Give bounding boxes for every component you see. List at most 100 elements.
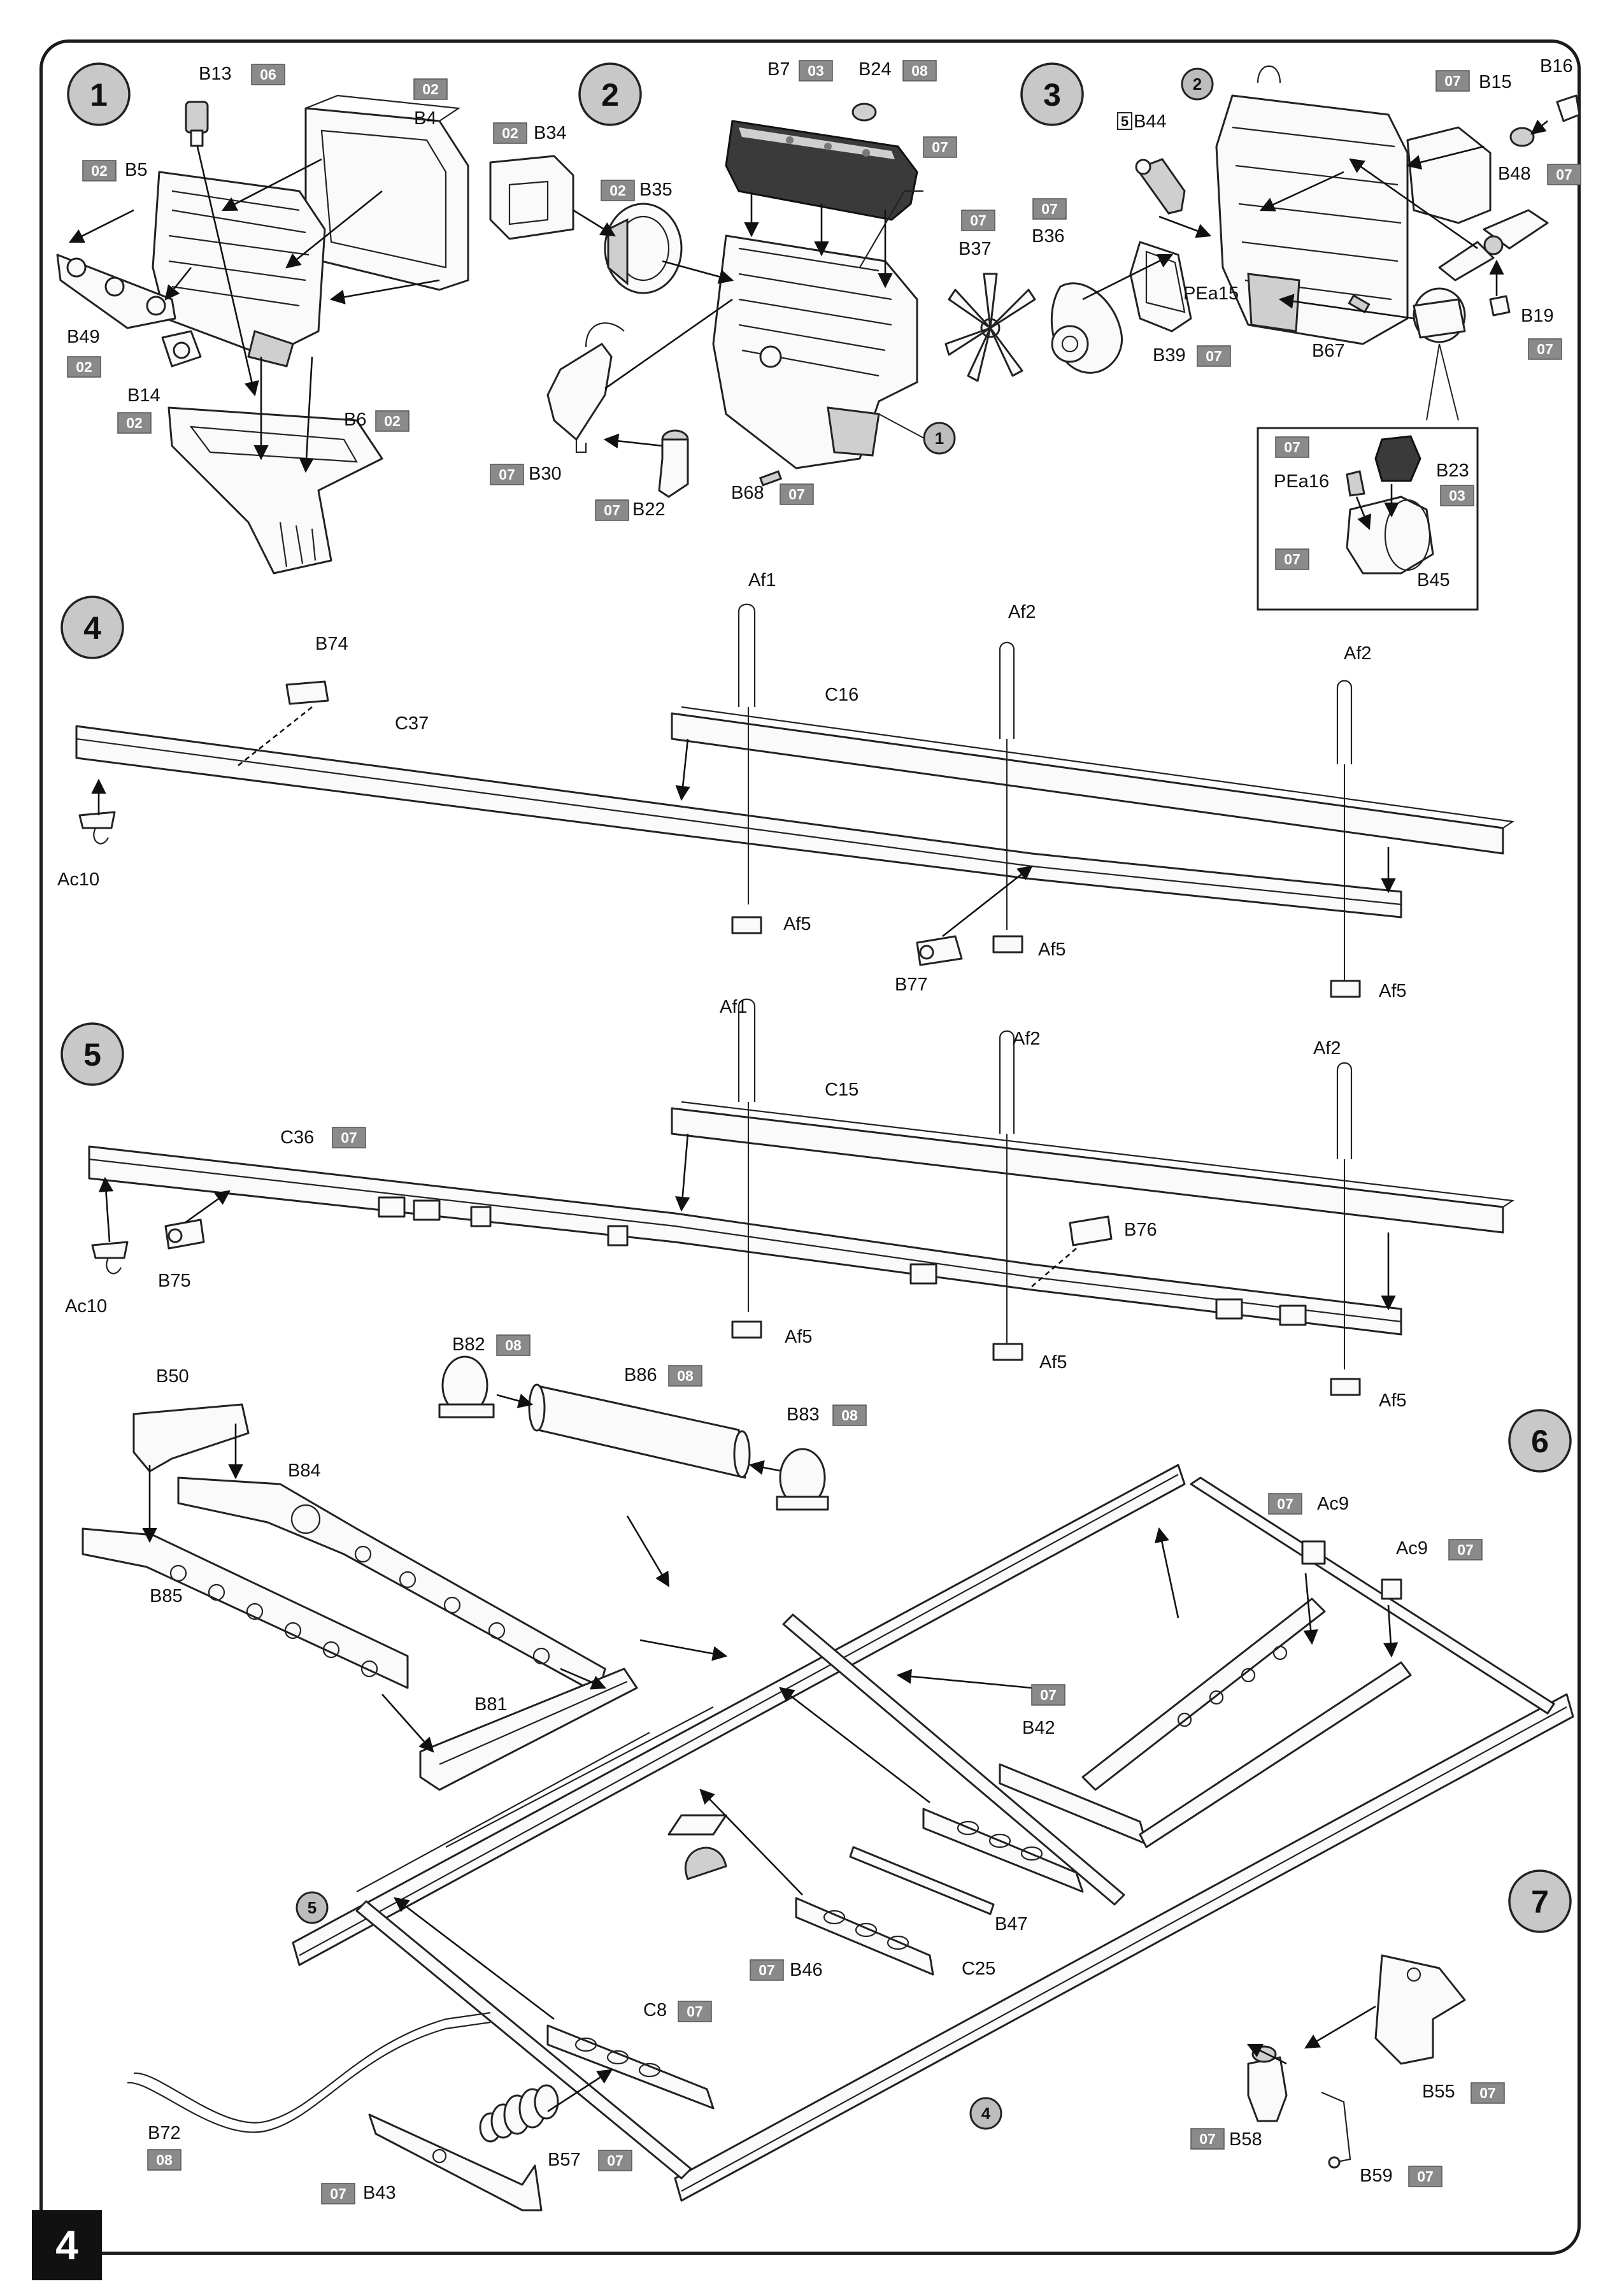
label-Af2-d: Af2 (1313, 1038, 1341, 1059)
svg-text:07: 07 (970, 212, 987, 229)
timing-cover-part (1129, 241, 1192, 332)
svg-text:07: 07 (604, 502, 620, 518)
step-5-group: 5 (61, 997, 1515, 1511)
part-B77 (916, 935, 963, 966)
step-2-group: 2 (489, 59, 957, 521)
label-B84: B84 (288, 1461, 321, 1481)
subframe-B42-part (999, 1597, 1412, 1848)
clamp-af5-a (731, 916, 762, 934)
plate-B47-part (922, 1808, 1084, 1893)
badge-C8: 07 (678, 2001, 712, 2022)
svg-text:03: 03 (1449, 487, 1465, 504)
ref-marker-4: 4 (969, 2097, 1002, 2130)
label-C16: C16 (825, 685, 858, 705)
badge-B22: 07 (595, 499, 629, 521)
badge-B45: 07 (1275, 548, 1309, 570)
step-4-marker: 4 (61, 596, 124, 659)
svg-text:1: 1 (90, 77, 108, 113)
badge-B15-top: 07 (1435, 70, 1470, 92)
svg-text:07: 07 (341, 1129, 357, 1146)
label-Ac10-a: Ac10 (57, 869, 99, 890)
step-4-group: 4 (57, 570, 1515, 1001)
part-B76 (1069, 1215, 1113, 1247)
badge-B7: 03 (799, 60, 833, 82)
badge-cover: 07 (923, 136, 957, 158)
part-Ac10-b (91, 1241, 129, 1275)
label-Af2-c: Af2 (1013, 1029, 1041, 1049)
bracket-B55-part (1374, 1954, 1466, 2065)
badge-B44: 5 (1117, 112, 1132, 130)
svg-text:02: 02 (502, 125, 518, 141)
label-B57: B57 (548, 2150, 581, 2170)
spring-B57-part (479, 2084, 559, 2143)
propeller-part (1438, 209, 1549, 282)
badge-B30: 07 (490, 464, 524, 485)
part-Ac9-a (1301, 1540, 1326, 1565)
badge-B6: 02 (375, 410, 410, 432)
badge-B19: 07 (1528, 338, 1562, 360)
label-B23: B23 (1436, 461, 1469, 481)
label-B35: B35 (639, 180, 673, 200)
badge-B83: 08 (832, 1404, 867, 1426)
fan-belt-part (1050, 282, 1123, 374)
badge-B39: 07 (1197, 345, 1231, 367)
step-7-marker: 7 (1508, 1869, 1572, 1933)
badge-B34: 02 (493, 122, 527, 144)
label-B4: B4 (414, 108, 436, 129)
svg-text:6: 6 (1531, 1424, 1549, 1459)
label-B50: B50 (156, 1366, 189, 1387)
badge-B46: 07 (750, 1959, 784, 1981)
label-C25: C25 (962, 1959, 995, 1979)
badge-B59: 07 (1408, 2166, 1442, 2187)
label-B6: B6 (344, 410, 366, 430)
step-3-marker: 3 (1020, 62, 1084, 126)
clamp-af5-d (731, 1320, 762, 1339)
badge-B35: 02 (601, 180, 635, 201)
label-Af5-f: Af5 (1379, 1390, 1407, 1411)
step-6-group: 6 B50 B84 B85 (82, 1366, 1574, 2211)
cross-beam-part (671, 706, 1515, 855)
part-Ac9-b (1381, 1578, 1402, 1600)
radiator-shell-part (304, 94, 469, 291)
clamp-af5-f (1330, 1378, 1361, 1396)
badge-C36: 07 (332, 1127, 366, 1148)
badge-B68: 07 (780, 483, 814, 505)
oil-filter-part (546, 322, 625, 454)
label-Af1-b: Af1 (720, 997, 748, 1017)
label-B30: B30 (529, 464, 562, 484)
label-B49: B49 (67, 327, 100, 347)
starter-inset-box: 07 PEa16 B23 03 07 B45 (1257, 427, 1479, 611)
label-Af5-c: Af5 (1379, 981, 1407, 1001)
svg-text:02: 02 (384, 413, 401, 429)
badge-B43: 07 (321, 2183, 355, 2204)
fan-part (944, 273, 1036, 382)
washer-part (1509, 127, 1535, 147)
clamp-af5-c (1330, 980, 1361, 998)
step-2-marker: 2 (578, 62, 642, 126)
label-B59: B59 (1360, 2166, 1393, 2186)
cross-beam-c15-part (671, 1101, 1515, 1234)
oil-pan-part (167, 406, 383, 575)
label-B37: B37 (958, 239, 992, 259)
plate-C8-part (546, 2024, 715, 2110)
svg-text:07: 07 (499, 466, 515, 483)
label-B19: B19 (1521, 306, 1554, 326)
svg-text:02: 02 (126, 415, 143, 431)
svg-text:07: 07 (1417, 2168, 1434, 2185)
svg-text:07: 07 (1277, 1496, 1293, 1512)
label-B85: B85 (150, 1586, 183, 1606)
label-B81: B81 (474, 1694, 508, 1715)
svg-text:08: 08 (156, 2152, 173, 2168)
page-number: 4 (32, 2210, 102, 2280)
crank-B59-part (1321, 2091, 1351, 2169)
label-B45: B45 (1417, 570, 1450, 590)
label-B48: B48 (1498, 164, 1531, 184)
step-1-marker: 1 (67, 62, 131, 126)
svg-text:07: 07 (1206, 348, 1222, 364)
step-1-group: 1 (56, 62, 469, 575)
svg-text:7: 7 (1531, 1884, 1549, 1920)
pin-part (1489, 295, 1511, 317)
label-B5: B5 (125, 160, 147, 180)
svg-text:07: 07 (1444, 73, 1461, 89)
label-PEa15: PEa15 (1183, 283, 1239, 304)
